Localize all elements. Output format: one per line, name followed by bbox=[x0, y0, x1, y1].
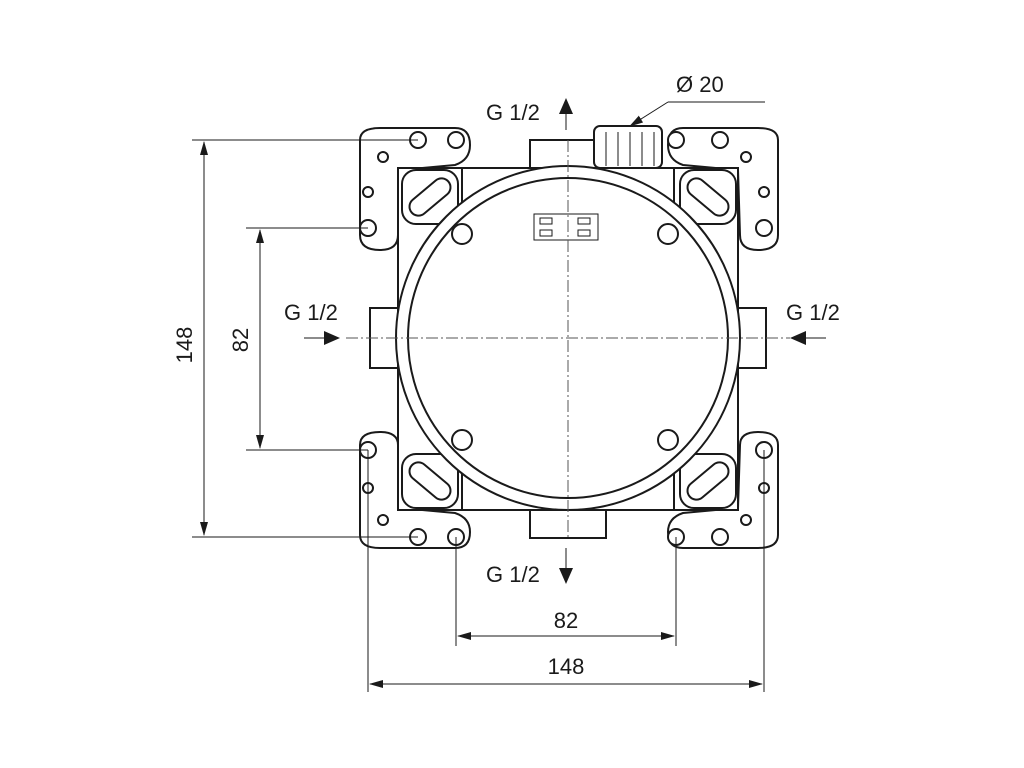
diameter-leader-arrow bbox=[629, 101, 669, 127]
valve-cap bbox=[593, 125, 663, 169]
screw-hole bbox=[657, 429, 679, 451]
dim-label-horizontal-outer: 148 bbox=[548, 654, 585, 679]
dim-label-vertical-outer: 148 bbox=[172, 327, 197, 364]
port-label-top: G 1/2 bbox=[486, 100, 540, 125]
dim-label-vertical-inner: 82 bbox=[228, 328, 253, 352]
diameter-label: Ø 20 bbox=[676, 72, 724, 97]
corner-slot-bottom-left bbox=[401, 453, 459, 509]
bracket-top-right bbox=[666, 127, 779, 252]
corner-slot-top-left bbox=[401, 169, 459, 225]
port-label-bottom: G 1/2 bbox=[486, 562, 540, 587]
screw-hole bbox=[451, 429, 473, 451]
corner-slot-bottom-right bbox=[679, 453, 737, 509]
corner-slot-top-right bbox=[679, 169, 737, 225]
dim-label-horizontal-inner: 82 bbox=[554, 608, 578, 633]
screw-hole bbox=[451, 223, 473, 245]
bracket-top-left bbox=[359, 127, 472, 252]
screw-hole bbox=[657, 223, 679, 245]
port-label-left: G 1/2 bbox=[284, 300, 338, 325]
connector-symbol bbox=[533, 213, 599, 241]
port-label-right: G 1/2 bbox=[786, 300, 840, 325]
